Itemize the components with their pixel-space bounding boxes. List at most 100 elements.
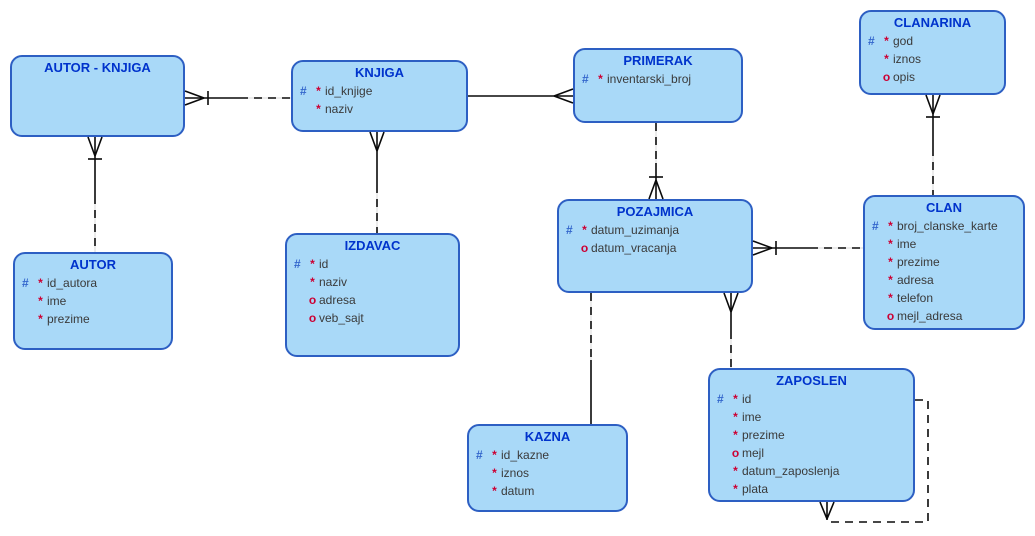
- entity-kazna[interactable]: KAZNA #*id_kazne *iznos *datum: [467, 424, 628, 512]
- attr-hash: [717, 427, 729, 445]
- attr-name: datum_vracanja: [591, 241, 677, 255]
- attr-hash: #: [294, 257, 301, 271]
- attr-hash: [476, 483, 488, 501]
- attr-name: opis: [893, 70, 916, 84]
- attribute-row: *prezime: [872, 254, 1019, 272]
- attr-required: *: [492, 448, 497, 462]
- crow-foot-icon: [723, 292, 739, 313]
- attr-hash: [294, 310, 306, 328]
- attr-hash: [717, 445, 729, 463]
- entity-title: CLANARINA: [893, 15, 972, 30]
- rel-pozajmica-clan[interactable]: [752, 240, 863, 256]
- attr-required: *: [733, 482, 738, 496]
- attr-hash: [294, 292, 306, 310]
- attr-required: *: [733, 464, 738, 478]
- attr-required: *: [598, 72, 603, 86]
- attr-required: *: [310, 275, 315, 289]
- attr-hash: [868, 69, 880, 87]
- attr-name: iznos: [501, 466, 530, 480]
- attr-name: id: [742, 392, 752, 406]
- attr-name: id: [319, 257, 329, 271]
- attr-optional: o: [731, 446, 740, 460]
- attr-name: ime: [47, 294, 67, 308]
- attr-name: mejl: [742, 446, 765, 460]
- crow-foot-icon: [819, 501, 835, 520]
- rel-autorknjiga-knjiga[interactable]: [184, 90, 291, 106]
- attribute-row: *naziv: [300, 101, 462, 119]
- rel-knjiga-primerak[interactable]: [468, 88, 574, 104]
- attribute-row: *ime: [872, 236, 1019, 254]
- attribute-row: * iznos: [868, 51, 1000, 69]
- attr-name: veb_sajt: [319, 311, 364, 325]
- crow-foot-icon: [648, 179, 664, 200]
- attr-hash: #: [476, 448, 483, 462]
- attr-required: *: [316, 84, 321, 98]
- rel-zaposlen-self[interactable]: [819, 399, 929, 523]
- attr-hash: [300, 101, 312, 119]
- attr-name: datum_uzimanja: [591, 223, 680, 237]
- attr-required: *: [733, 428, 738, 442]
- attr-required: *: [38, 312, 43, 326]
- attr-required: *: [310, 257, 315, 271]
- attr-required: *: [38, 276, 43, 290]
- entity-primerak[interactable]: PRIMERAK #*inventarski_broj: [573, 48, 743, 123]
- entity-autor-knjiga[interactable]: AUTOR - KNJIGA: [10, 55, 185, 137]
- attribute-row: *plata: [717, 481, 909, 499]
- attr-required: *: [888, 237, 893, 251]
- attr-hash: #: [717, 392, 724, 406]
- attr-hash: [22, 311, 34, 329]
- attr-name: adresa: [897, 273, 934, 287]
- entity-knjiga[interactable]: KNJIGA #*id_knjige *naziv: [291, 60, 468, 132]
- rel-primerak-pozajmica[interactable]: [648, 123, 664, 200]
- attr-hash: [717, 481, 729, 499]
- attr-hash: [872, 272, 884, 290]
- attr-name: naziv: [319, 275, 348, 289]
- attr-optional: o: [308, 293, 317, 307]
- entity-title: POZAJMICA: [616, 204, 694, 219]
- entity-title: PRIMERAK: [623, 53, 693, 68]
- rel-autorknjiga-autor[interactable]: [87, 136, 103, 252]
- attr-name: ime: [742, 410, 762, 424]
- attr-name: datum_zaposlenja: [742, 464, 840, 478]
- attr-name: prezime: [897, 255, 940, 269]
- attr-hash: [566, 240, 578, 258]
- entity-clan[interactable]: CLAN #*broj_clanske_karte *ime *prezime …: [863, 195, 1025, 330]
- attr-hash: #: [582, 72, 589, 86]
- attribute-row: #*inventarski_broj: [582, 71, 737, 89]
- attr-required: *: [38, 294, 43, 308]
- rel-clanarina-clan[interactable]: [925, 94, 941, 195]
- attr-hash: #: [22, 276, 29, 290]
- rel-pozajmica-zaposlen[interactable]: [723, 292, 739, 368]
- attribute-row: #*broj_clanske_karte: [872, 218, 1019, 236]
- attribute-row: *prezime: [22, 311, 167, 329]
- attribute-row: *ime: [717, 409, 909, 427]
- attr-hash: [872, 308, 884, 326]
- attr-required: *: [884, 52, 889, 66]
- attribute-row: *prezime: [717, 427, 909, 445]
- attr-hash: [872, 236, 884, 254]
- attr-hash: [717, 409, 729, 427]
- crow-foot-icon: [925, 94, 941, 115]
- attr-hash: #: [868, 34, 875, 48]
- attribute-row: * ime: [22, 293, 167, 311]
- attribute-row: # * id: [717, 391, 909, 409]
- attribute-row: * datum_zaposlenja: [717, 463, 909, 481]
- attribute-row: *datum: [476, 483, 622, 501]
- attribute-row: #*datum_uzimanja: [566, 222, 747, 240]
- rel-knjiga-izdavac[interactable]: [369, 131, 385, 233]
- attr-optional: o: [308, 311, 317, 325]
- attr-required: *: [733, 392, 738, 406]
- crow-foot-icon: [553, 88, 574, 104]
- entity-autor[interactable]: AUTOR #*id_autora *ime *prezime: [13, 252, 173, 350]
- crow-foot-icon: [184, 90, 205, 106]
- attr-required: *: [582, 223, 587, 237]
- attr-name: iznos: [893, 52, 922, 66]
- attr-name: god: [893, 34, 914, 48]
